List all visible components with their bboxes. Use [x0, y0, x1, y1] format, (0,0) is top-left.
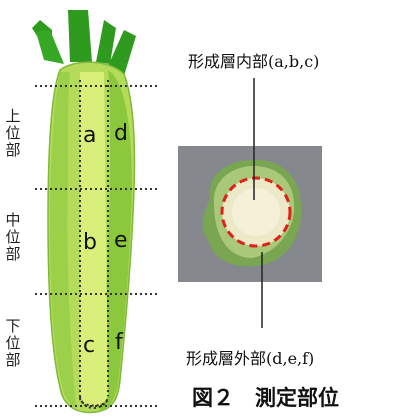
- segment-label-char: 部: [4, 246, 22, 263]
- segment-d-letter: d: [114, 121, 128, 146]
- segment-label-char: 部: [4, 142, 22, 159]
- inner-cambium-label: 形成層内部(a,b,c): [188, 48, 319, 72]
- segment-label-char: 上: [4, 108, 22, 125]
- segment-label-char: 位: [4, 229, 22, 246]
- segment-label-char: 位: [4, 335, 22, 352]
- segment-label-middle: 中位部: [4, 212, 22, 263]
- segment-label-char: 位: [4, 125, 22, 142]
- outer-cambium-label: 形成層外部(d,e,f): [186, 345, 314, 369]
- figure-caption: 図２ 測定部位: [192, 382, 339, 412]
- segment-c-letter: c: [83, 333, 95, 358]
- segment-label-char: 下: [4, 318, 22, 335]
- cross-section-photo: [178, 146, 322, 282]
- segment-e-letter: e: [114, 228, 128, 253]
- segment-label-char: 中: [4, 212, 22, 229]
- segment-label-lower: 下位部: [4, 318, 22, 369]
- segment-f-letter: f: [115, 330, 123, 355]
- segment-b-letter: b: [83, 230, 97, 255]
- segment-a-letter: a: [83, 123, 96, 148]
- segment-label-upper: 上位部: [4, 108, 22, 159]
- segment-label-char: 部: [4, 352, 22, 369]
